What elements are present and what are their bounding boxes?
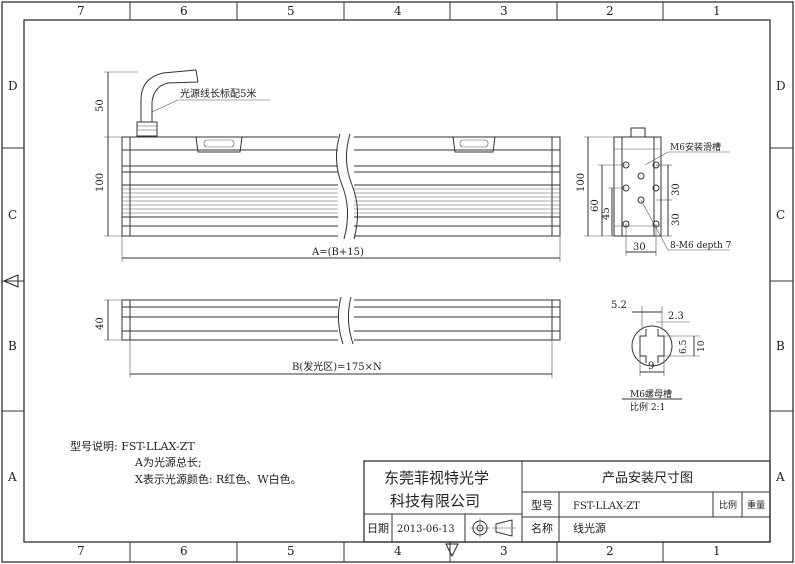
top-view: 40 B(发光区)=175×N: [95, 296, 561, 378]
model-notes: 型号说明: FST-LLAX-ZT A为光源总长; X表示光源颜色: R红色、W…: [70, 439, 302, 486]
centering-arrow-bottom: [445, 543, 459, 558]
date-label: 日期: [367, 522, 389, 535]
row-label-right: D: [776, 79, 786, 93]
row-label-right: B: [776, 339, 785, 353]
cable-length-note: 光源线长标配5米: [180, 87, 256, 100]
cable: [140, 69, 197, 122]
col-label-bottom: 5: [287, 544, 295, 558]
dim-total-length: A=(B+15): [311, 247, 364, 258]
col-label-top: 2: [606, 4, 614, 18]
section-scale: 比例 2:1: [630, 401, 665, 413]
note-line-1: 型号说明: FST-LLAX-ZT: [70, 439, 195, 453]
scale-label: 比例: [719, 499, 737, 511]
company-name-line-2: 科技有限公司: [390, 492, 480, 510]
model-value: FST-LLAX-ZT: [573, 501, 640, 512]
row-label-left: B: [8, 339, 17, 353]
col-label-top: 3: [500, 4, 508, 18]
side-view: 100 60 45 30 30 30 M6安装滑槽 8-M6 depth 7: [576, 127, 732, 256]
col-label-bottom: 6: [180, 544, 188, 558]
mount-hole: [637, 196, 645, 204]
drawing-title: 产品安装尺寸图: [602, 471, 693, 486]
col-label-top: 1: [713, 4, 721, 18]
col-label-bottom: 4: [394, 544, 402, 558]
row-label-left: A: [7, 470, 17, 484]
section-title: M6螺母槽: [630, 388, 672, 400]
dim-side-60: 60: [590, 199, 601, 212]
note-line-3: X表示光源颜色: R红色、W白色。: [135, 472, 302, 486]
connector: [136, 121, 158, 137]
dim-10: 10: [697, 340, 707, 352]
mount-hole: [637, 172, 645, 180]
row-label-left: C: [8, 208, 17, 222]
dim-side-30-mid: 30: [671, 213, 682, 226]
slot-note: M6安装滑槽: [670, 141, 721, 153]
col-label-top: 6: [180, 4, 188, 18]
centering-arrow-left: [2, 274, 24, 288]
section-view: 5.2 2.3 6.5 10 9 M6螺母槽 比例 2:1: [611, 300, 707, 413]
mount-hole: [652, 184, 660, 192]
title-block: 东莞菲视特光学 科技有限公司 产品安装尺寸图 型号 FST-LLAX-ZT 比例…: [363, 460, 771, 543]
row-label-right: C: [776, 208, 785, 222]
dim-9: 9: [648, 361, 654, 372]
nut-slot-outline: [631, 325, 673, 367]
name-value: 线光源: [573, 521, 606, 535]
dim-side-100: 100: [576, 173, 587, 192]
col-label-bottom: 1: [713, 544, 721, 558]
note-line-2: A为光源总长;: [134, 455, 202, 469]
dim-cable-height: 50: [95, 99, 106, 112]
date-value: 2013-06-13: [397, 524, 455, 535]
row-label-right: A: [775, 470, 785, 484]
col-label-top: 4: [394, 4, 402, 18]
holes-note: 8-M6 depth 7: [670, 241, 732, 251]
dim-body-height: 100: [95, 173, 106, 192]
dim-2-3: 2.3: [668, 311, 684, 322]
name-label: 名称: [531, 521, 553, 535]
front-view: 50 100 光源线长标配5米 A=(B+15): [95, 69, 561, 262]
col-label-bottom: 3: [500, 544, 508, 558]
dim-top-width: 40: [95, 317, 106, 330]
dim-side-30-bottom: 30: [633, 242, 646, 253]
col-label-top: 5: [287, 4, 295, 18]
dim-side-30-top: 30: [671, 183, 682, 196]
row-label-left: D: [8, 79, 18, 93]
projection-symbol-icon: [470, 518, 516, 538]
company-name-line-1: 东莞菲视特光学: [384, 469, 489, 487]
model-label: 型号: [531, 498, 553, 512]
dim-emit-length: B(发光区)=175×N: [292, 360, 382, 373]
dim-6-5: 6.5: [679, 339, 689, 354]
dim-5-2: 5.2: [611, 300, 627, 311]
col-label-top: 7: [77, 4, 85, 18]
weight-label: 重量: [747, 499, 765, 511]
col-label-bottom: 7: [77, 544, 85, 558]
dim-side-45: 45: [601, 207, 612, 220]
col-label-bottom: 2: [606, 544, 614, 558]
